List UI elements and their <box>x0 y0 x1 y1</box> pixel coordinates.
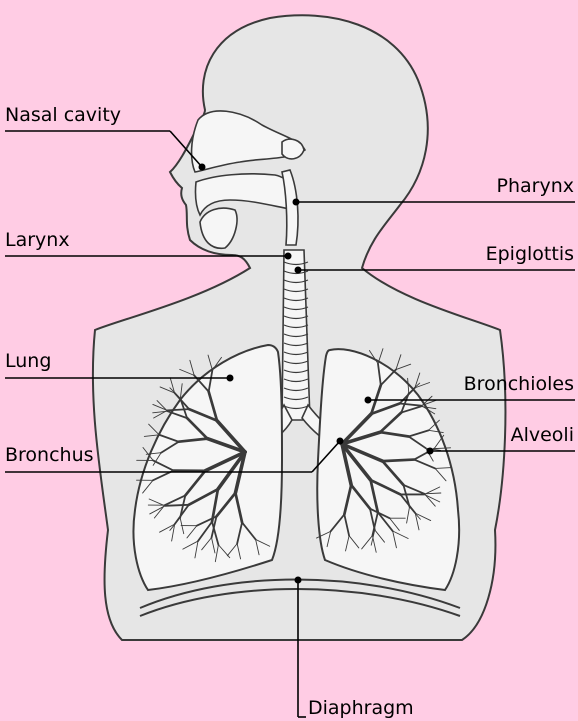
marker-diaphragm <box>295 577 302 584</box>
bronchiole-branch <box>167 409 189 410</box>
label-larynx: Larynx <box>5 231 70 250</box>
label-bronchioles: Bronchioles <box>464 375 574 394</box>
marker-epiglottis <box>295 267 302 274</box>
marker-lung <box>227 375 234 382</box>
marker-bronchus <box>337 438 344 445</box>
label-epiglottis: Epiglottis <box>486 245 574 264</box>
marker-larynx <box>285 253 292 260</box>
label-diaphragm: Diaphragm <box>308 699 414 718</box>
label-alveoli: Alveoli <box>511 426 574 445</box>
label-lung: Lung <box>5 352 51 371</box>
marker-alveoli <box>427 448 434 455</box>
label-nasal-cavity: Nasal cavity <box>5 106 121 125</box>
label-pharynx: Pharynx <box>497 177 574 196</box>
marker-bronchioles <box>365 397 372 404</box>
bronchiole-branch <box>165 505 189 506</box>
label-bronchus: Bronchus <box>5 446 94 465</box>
marker-pharynx <box>293 199 300 206</box>
marker-nasal-cavity <box>199 164 206 171</box>
bronchiole-branch <box>383 460 415 462</box>
